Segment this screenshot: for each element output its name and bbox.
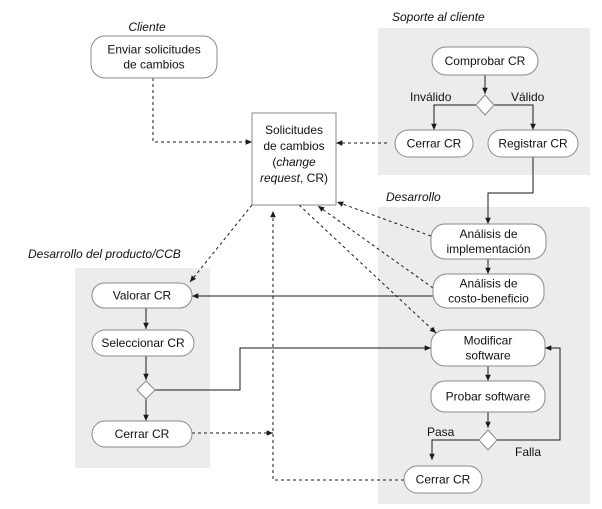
- node-select-cr-shape: [91, 329, 195, 357]
- store-open-paren: (: [272, 155, 276, 169]
- node-close-cr-support-shape: [394, 129, 474, 158]
- store-line-4: request, CR): [260, 171, 328, 185]
- node-test-software-shape: [430, 380, 546, 413]
- node-modify-software-shape: [430, 329, 546, 367]
- node-test-software: Probar software: [430, 380, 546, 413]
- node-check-cr-label: Comprobar CR: [445, 54, 526, 68]
- node-modify-software-label: Modificar: [464, 334, 513, 348]
- node-register-cr-shape: [487, 129, 579, 158]
- edge-label-invalid: Inválido: [410, 90, 452, 104]
- node-close-cr-product: Cerrar CR: [91, 420, 193, 448]
- node-register-cr-label: Registrar CR: [498, 137, 568, 151]
- decision-diamond-test: [478, 429, 498, 451]
- node-select-cr: Seleccionar CR: [91, 329, 195, 357]
- node-close-cr-product-label: Cerrar CR: [115, 427, 170, 441]
- node-assess-cr-shape: [91, 282, 193, 309]
- edge-label-pass: Pasa: [427, 425, 455, 439]
- node-close-cr-dev-label: Cerrar CR: [416, 473, 471, 487]
- node-test-software-label: Probar software: [446, 390, 531, 404]
- node-cost-analysis-label: costo-beneficio: [448, 292, 529, 306]
- node-close-cr-support-label: Cerrar CR: [407, 137, 462, 151]
- node-assess-cr: Valorar CR: [91, 282, 193, 309]
- lane-title-product: Desarrollo del producto/CCB: [28, 247, 181, 261]
- node-register-cr: Registrar CR: [487, 129, 579, 158]
- node-close-cr-support: Cerrar CR: [394, 129, 474, 158]
- store-italic-request: request: [260, 171, 301, 185]
- node-send-requests-label: de cambios: [123, 58, 184, 72]
- node-impl-analysis-label: Análisis de: [459, 227, 517, 241]
- store-line-1: Solicitudes: [265, 123, 323, 137]
- lane-title-support: Soporte al cliente: [392, 10, 485, 24]
- lane-title-development: Desarrollo: [386, 190, 441, 204]
- node-impl-analysis-label: implementación: [446, 242, 530, 256]
- control-flow-arrows: [143, 75, 561, 460]
- store-line-2: de cambios: [263, 139, 324, 153]
- store-line-4-rest: , CR): [300, 171, 328, 185]
- node-close-cr-dev-shape: [403, 465, 483, 494]
- node-select-cr-label: Seleccionar CR: [101, 336, 185, 350]
- data-flow-arrows: [152, 78, 437, 481]
- node-cost-analysis-shape: [432, 273, 545, 309]
- node-close-cr-dev: Cerrar CR: [403, 465, 483, 494]
- node-assess-cr-label: Valorar CR: [113, 289, 172, 303]
- node-impl-analysis-shape: [430, 223, 547, 260]
- edge-label-valid: Válido: [511, 90, 545, 104]
- node-modify-software-label: software: [465, 349, 511, 363]
- node-check-cr: Comprobar CR: [431, 46, 539, 76]
- node-cost-analysis-label: Análisis de: [459, 277, 517, 291]
- lane-title-client: Cliente: [128, 20, 166, 34]
- edge-label-fail: Falla: [515, 445, 541, 459]
- store-line-3: (change: [272, 155, 316, 169]
- node-send-requests-label: Enviar solicitudes: [107, 43, 200, 57]
- node-send-requests-shape: [90, 35, 218, 79]
- decision-diamond-product: [136, 380, 156, 400]
- decision-diamond-support: [475, 94, 495, 116]
- store-italic-change: change: [276, 155, 316, 169]
- node-check-cr-shape: [431, 46, 539, 76]
- change-requests-store: Solicitudes de cambios (change request, …: [251, 112, 337, 206]
- node-close-cr-product-shape: [91, 420, 193, 448]
